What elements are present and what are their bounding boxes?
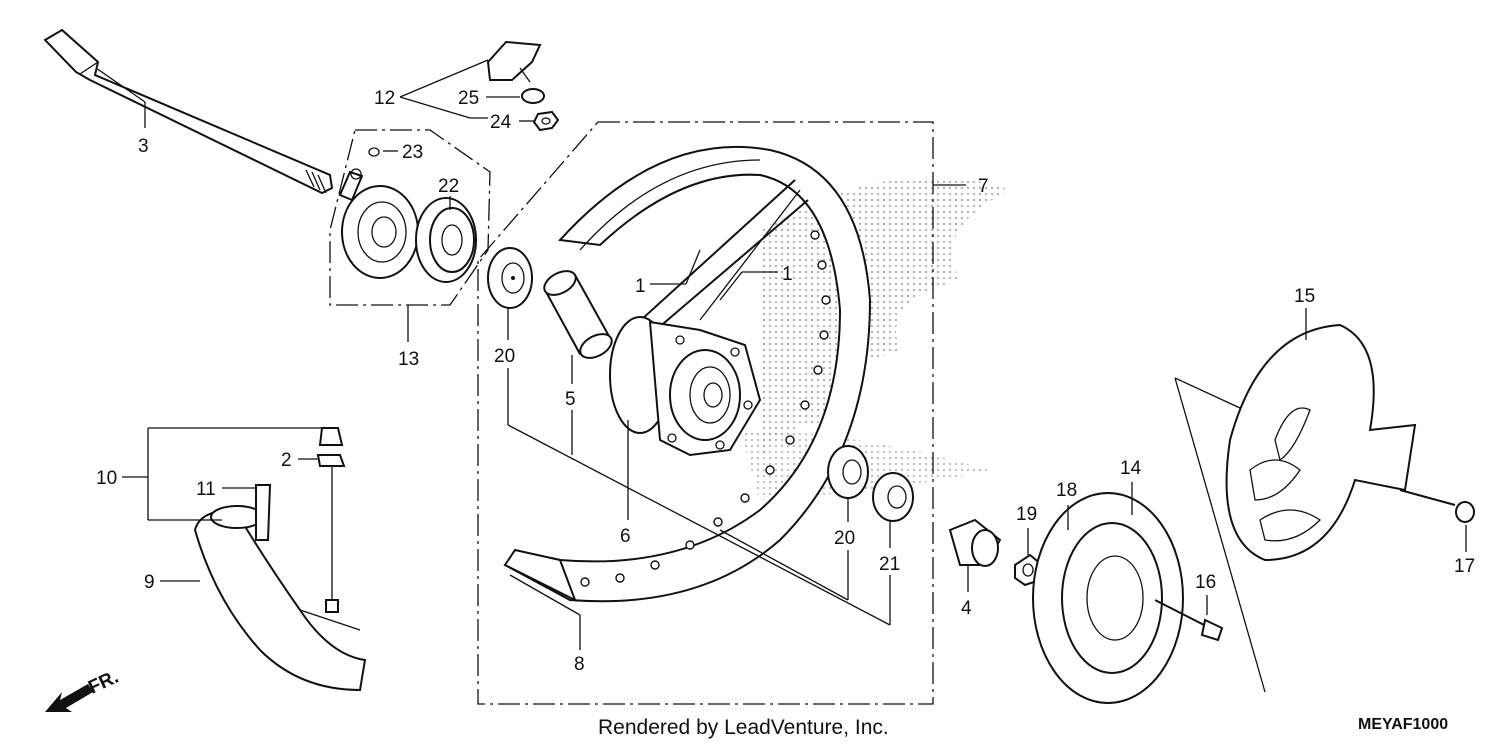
callout-2: 2 bbox=[281, 450, 292, 471]
gearbox-assembly-boundary bbox=[329, 129, 491, 306]
bearing-part-21[interactable] bbox=[872, 472, 914, 522]
callout-18: 18 bbox=[1056, 480, 1077, 501]
valve-stem bbox=[325, 599, 339, 613]
front-direction-arrow: FR. bbox=[45, 667, 122, 712]
callout-25: 25 bbox=[458, 88, 479, 109]
callout-numbers: 3 12 25 24 23 22 13 7 1 1 20 5 6 20 21 8… bbox=[96, 88, 1475, 675]
callout-8: 8 bbox=[574, 654, 585, 675]
direction-label: FR. bbox=[85, 667, 122, 699]
bolt-part-16[interactable] bbox=[1154, 599, 1224, 642]
callout-14: 14 bbox=[1120, 458, 1142, 479]
callout-24: 24 bbox=[490, 112, 512, 133]
valve-nut-part-2[interactable] bbox=[316, 454, 346, 467]
leader-lines bbox=[95, 59, 1467, 650]
rim-band-part-11[interactable] bbox=[255, 484, 272, 541]
spokes-part-1[interactable] bbox=[629, 179, 809, 336]
callout-13: 13 bbox=[398, 349, 419, 370]
collar-part-4[interactable] bbox=[948, 518, 1002, 567]
valve-cap-part[interactable] bbox=[318, 427, 344, 446]
callout-15: 15 bbox=[1294, 286, 1315, 307]
callout-20-left: 20 bbox=[494, 346, 515, 367]
callout-12: 12 bbox=[374, 88, 395, 109]
axle-part[interactable] bbox=[43, 28, 334, 195]
washer-part-25[interactable] bbox=[521, 88, 545, 104]
hub-bolt-holes bbox=[667, 335, 753, 450]
callout-3: 3 bbox=[138, 136, 149, 157]
callout-22: 22 bbox=[438, 176, 459, 197]
disc-cover-boundary bbox=[1174, 377, 1266, 693]
callout-9: 9 bbox=[144, 572, 155, 593]
callout-11: 11 bbox=[196, 479, 216, 500]
tire-part-9[interactable] bbox=[193, 505, 367, 692]
nut-part-24[interactable] bbox=[532, 110, 560, 132]
speedometer-bracket-part[interactable] bbox=[486, 40, 542, 83]
speedometer-gearbox-part[interactable] bbox=[338, 168, 419, 279]
render-credit: Rendered by LeadVenture, Inc. bbox=[598, 716, 889, 739]
callout-6: 6 bbox=[620, 526, 631, 547]
hub-part-6[interactable] bbox=[609, 316, 762, 457]
rim-part-8[interactable] bbox=[503, 146, 872, 603]
bearing-part-20-right[interactable] bbox=[827, 445, 869, 499]
watermark-wing-logo bbox=[760, 176, 1010, 460]
callout-1-left: 1 bbox=[635, 276, 646, 297]
callout-23: 23 bbox=[402, 142, 423, 163]
spacer-part-5[interactable] bbox=[540, 266, 615, 363]
circlip-part-23[interactable] bbox=[368, 147, 380, 157]
disc-cover-part-15[interactable] bbox=[1225, 323, 1417, 562]
screw-part-17[interactable] bbox=[1399, 489, 1475, 523]
diagram-code: MEYAF1000 bbox=[1358, 716, 1449, 733]
callout-16: 16 bbox=[1195, 572, 1216, 593]
callout-17: 17 bbox=[1454, 556, 1475, 577]
callout-7: 7 bbox=[978, 176, 989, 197]
callout-19: 19 bbox=[1016, 504, 1037, 525]
callout-4: 4 bbox=[961, 598, 972, 619]
callout-21: 21 bbox=[879, 554, 900, 575]
callout-10: 10 bbox=[96, 468, 117, 489]
brake-disc-part-14[interactable] bbox=[1032, 492, 1184, 704]
callout-5: 5 bbox=[565, 389, 576, 410]
rim-spoke-holes bbox=[580, 230, 831, 587]
callout-20-right: 20 bbox=[834, 528, 855, 549]
callout-1-right: 1 bbox=[782, 264, 793, 285]
bearing-part-20-left[interactable] bbox=[487, 247, 533, 309]
gear-part-22[interactable] bbox=[415, 197, 477, 283]
